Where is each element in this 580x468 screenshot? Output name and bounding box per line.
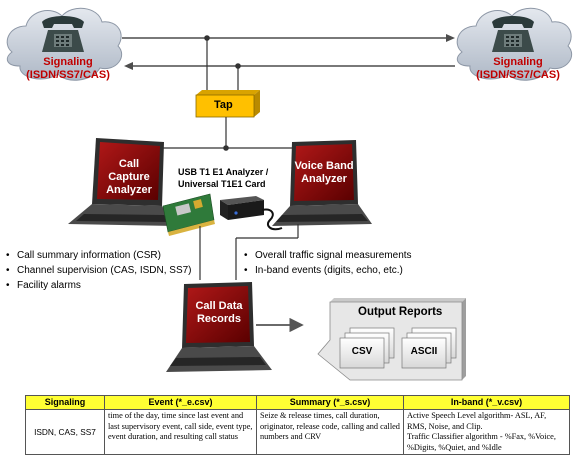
- distribution-lines: [159, 117, 299, 156]
- right-signaling-label: Signaling (ISDN/SS7/CAS): [462, 56, 574, 82]
- call-data-records-label: Call Data Records: [188, 300, 250, 326]
- tap-box: [195, 90, 260, 118]
- tap-label: Tap: [214, 99, 233, 111]
- bullet-traffic-measurements: Overall traffic signal measurements: [244, 248, 454, 263]
- cell-summary: Seize & release times, call duration, or…: [256, 409, 404, 455]
- cell-event: time of the day, time since last event a…: [104, 409, 257, 455]
- call-data-records-laptop: [166, 282, 272, 372]
- bullet-channel-supervision: Channel supervision (CAS, ISDN, SS7): [6, 263, 196, 278]
- usb-analyzer-line1: USB T1 E1 Analyzer /: [178, 167, 269, 177]
- voice-band-line1: Voice Band: [294, 160, 354, 172]
- right-phone-icon: [492, 16, 534, 52]
- bullet-inband-events: In-band events (digits, echo, etc.): [244, 263, 454, 278]
- left-signaling-label: Signaling (ISDN/SS7/CAS): [18, 56, 118, 82]
- header-summary: Summary (*_s.csv): [256, 395, 404, 410]
- usb-analyzer-box-icon: [220, 196, 283, 231]
- cell-inband: Active Speech Level algorithm- ASL, AF, …: [403, 409, 570, 455]
- usb-analyzer-line2: Universal T1E1 Card: [178, 179, 266, 189]
- output-reports-title: Output Reports: [358, 306, 443, 318]
- call-data-records-line2: Records: [196, 313, 242, 325]
- header-inband: In-band (*_v.csv): [403, 395, 570, 410]
- bullet-call-summary: Call summary information (CSR): [6, 248, 196, 263]
- records-connections: [199, 224, 299, 280]
- signaling-links: [122, 34, 455, 70]
- call-capture-line2: Analyzer: [106, 184, 152, 196]
- usb-analyzer-card-icon: [162, 193, 215, 236]
- voice-band-label: Voice Band Analyzer: [294, 160, 354, 186]
- call-data-records-line1: Call Data: [195, 300, 243, 312]
- table-row: ISDN, CAS, SS7 time of the day, time sin…: [25, 409, 570, 455]
- call-capture-line1: Call Capture: [108, 158, 150, 183]
- csv-label: CSV: [351, 346, 373, 357]
- ascii-label: ASCII: [410, 346, 438, 357]
- call-capture-label: Call Capture Analyzer: [98, 158, 160, 197]
- usb-analyzer-label: USB T1 E1 Analyzer / Universal T1E1 Card: [178, 166, 268, 190]
- right-signaling-protocols: (ISDN/SS7/CAS): [476, 69, 560, 81]
- bullet-facility-alarms: Facility alarms: [6, 278, 196, 293]
- voice-band-laptop: [272, 140, 372, 226]
- left-signaling-title: Signaling: [43, 56, 93, 68]
- cell-signaling: ISDN, CAS, SS7: [25, 409, 105, 455]
- header-event: Event (*_e.csv): [104, 395, 257, 410]
- left-signaling-protocols: (ISDN/SS7/CAS): [26, 69, 110, 81]
- table-header-row: Signaling Event (*_e.csv) Summary (*_s.c…: [25, 395, 570, 410]
- file-format-table: Signaling Event (*_e.csv) Summary (*_s.c…: [25, 395, 570, 455]
- right-signaling-title: Signaling: [493, 56, 543, 68]
- cell-inband-asl: Active Speech Level algorithm- ASL, AF, …: [407, 411, 547, 431]
- voice-band-bullets: Overall traffic signal measurements In-b…: [244, 248, 454, 278]
- cell-inband-classifier: Traffic Classifier algorithm - %Fax, %Vo…: [407, 432, 556, 452]
- left-phone-icon: [42, 16, 84, 52]
- call-capture-bullets: Call summary information (CSR) Channel s…: [6, 248, 196, 293]
- csv-document-stack-icon: [339, 327, 395, 369]
- voice-band-line2: Analyzer: [301, 173, 347, 185]
- header-signaling: Signaling: [25, 395, 105, 410]
- ascii-document-stack-icon: [401, 327, 457, 369]
- call-capture-laptop: [68, 138, 176, 226]
